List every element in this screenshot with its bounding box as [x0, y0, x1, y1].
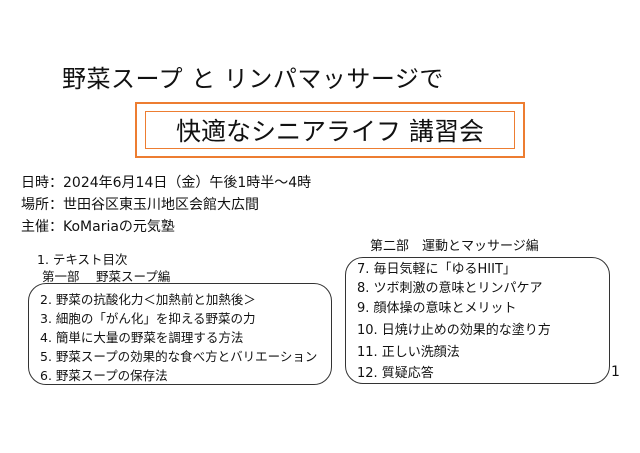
list-item: 11. 正しい洗顔法 [357, 345, 460, 360]
list-item: 2. 野菜の抗酸化力＜加熱前と加熱後＞ [40, 292, 256, 307]
list-item: 10. 日焼け止めの効果的な塗り方 [357, 323, 551, 338]
toc-label: 1. テキスト目次 [37, 252, 128, 267]
list-item: 8. ツボ刺激の意味とリンパケア [357, 281, 543, 296]
part2-list-box [345, 257, 610, 384]
info-organizer: 主催：KoMariaの元気塾 [21, 219, 175, 235]
info-venue: 場所：世田谷区東玉川地区会館大広間 [21, 197, 259, 213]
list-item: 4. 簡単に大量の野菜を調理する方法 [40, 330, 244, 345]
info-date: 日時：2024年6月14日（金）午後1時半～4時 [21, 175, 312, 191]
list-item: 5. 野菜スープの効果的な食べ方とバリエーション [40, 349, 318, 364]
slide-subtitle: 快適なシニアライフ 講習会 [176, 117, 484, 146]
list-item: 7. 毎日気軽に「ゆるHIIT」 [357, 262, 516, 277]
list-item: 12. 質疑応答 [357, 366, 434, 381]
list-item: 9. 顔体操の意味とメリット [357, 301, 517, 316]
list-item: 6. 野菜スープの保存法 [40, 368, 168, 383]
part1-list-box [28, 283, 332, 385]
slide-title: 野菜スープ と リンパマッサージで [62, 65, 444, 93]
subtitle-frame [135, 102, 525, 158]
part1-heading: 第一部 野菜スープ編 [42, 269, 171, 284]
page-number: 1 [611, 364, 620, 380]
part2-heading: 第二部 運動とマッサージ編 [370, 239, 539, 254]
list-item: 3. 細胞の「がん化」を抑える野菜の力 [40, 311, 256, 326]
